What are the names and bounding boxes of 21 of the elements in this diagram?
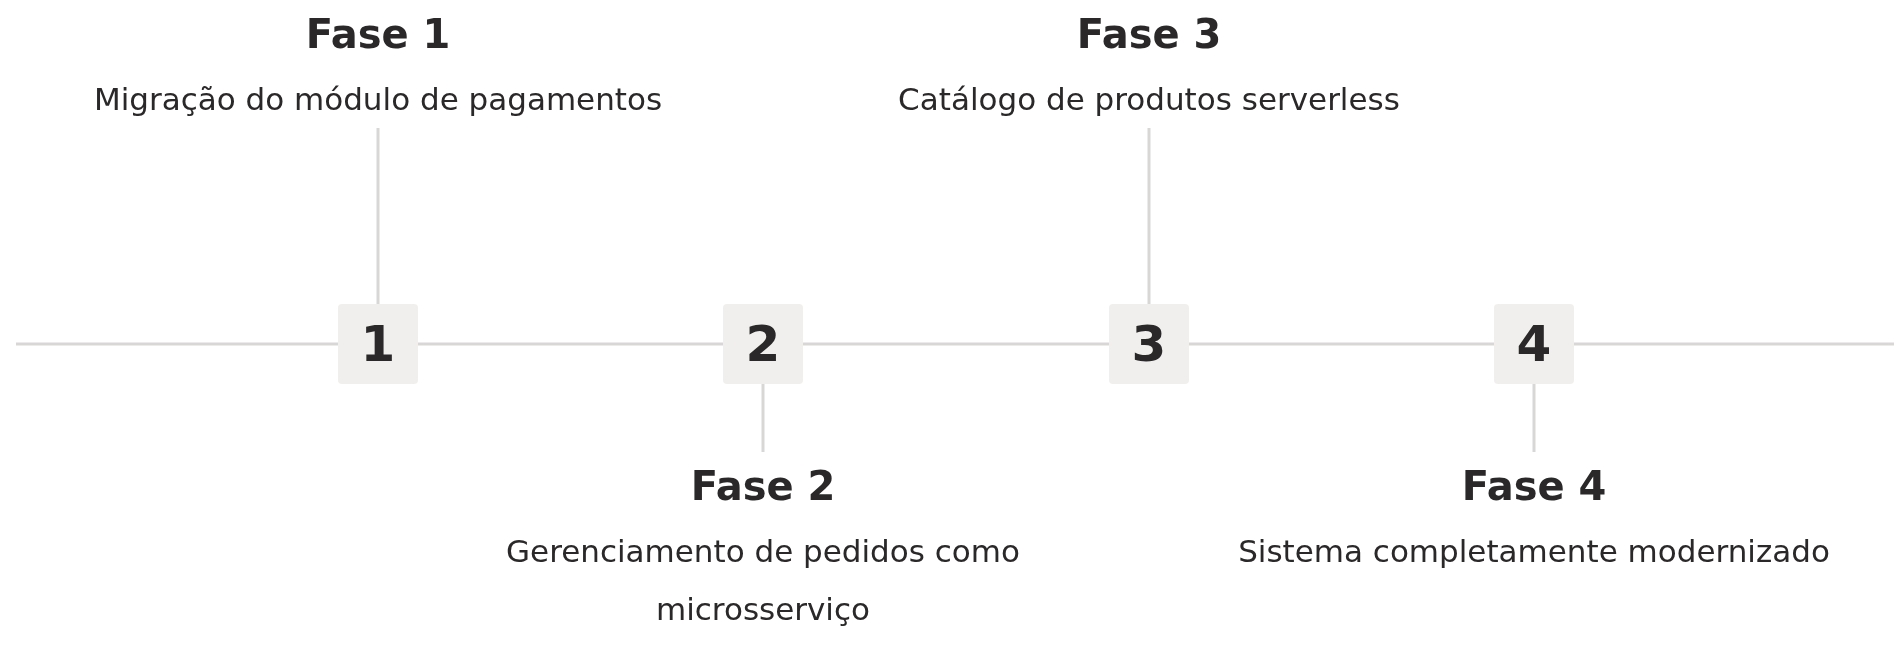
phase-title: Fase 3 — [1076, 10, 1222, 58]
leader-line — [1147, 128, 1151, 304]
phase-description: Sistema completamente modernizado — [1238, 532, 1830, 571]
phase-title: Fase 4 — [1461, 462, 1607, 510]
timeline-line — [16, 342, 338, 346]
timeline-line — [1189, 342, 1494, 346]
phase-description: Catálogo de produtos serverless — [898, 80, 1400, 119]
step-number-box: 3 — [1109, 304, 1189, 384]
phase-description: Migração do módulo de pagamentos — [93, 80, 663, 119]
phase-description: Gerenciamento de pedidos como microsserviço — [505, 532, 1021, 629]
leader-line — [761, 384, 765, 452]
phase-title: Fase 1 — [305, 10, 451, 58]
phase-title: Fase 2 — [690, 462, 836, 510]
step-number-box: 4 — [1494, 304, 1574, 384]
timeline-line — [418, 342, 723, 346]
leader-line — [376, 128, 380, 304]
timeline-line — [1574, 342, 1894, 346]
leader-line — [1532, 384, 1536, 452]
step-number-box: 2 — [723, 304, 803, 384]
timeline-line — [803, 342, 1109, 346]
step-number-box: 1 — [338, 304, 418, 384]
